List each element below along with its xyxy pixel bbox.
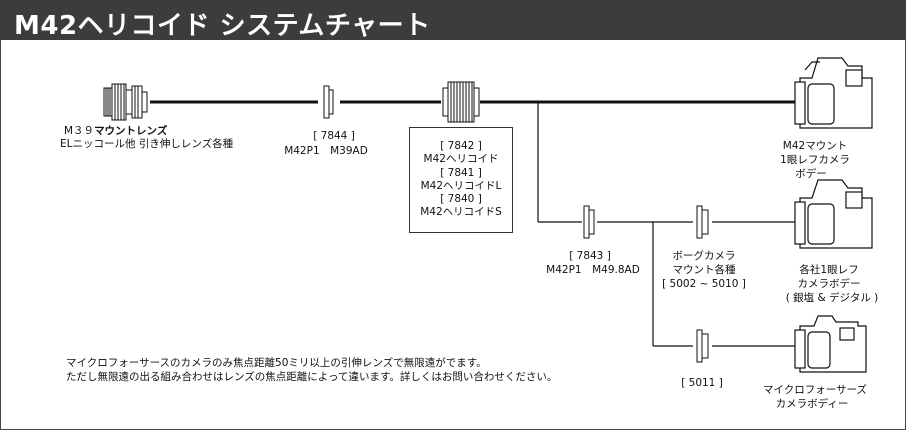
borg-mount-line1: ボーグカメラ [672, 250, 736, 262]
adapter-7844-desc: M42P1 M39AD [284, 145, 368, 157]
camera-m42-line1: M42マウント [782, 140, 848, 152]
adapter-7844-code: [ 7844 ] [313, 130, 355, 142]
adapter-5011-icon [696, 329, 709, 363]
camera-micro43-line1: マイクロフォーサーズ [762, 384, 868, 396]
helicoid-7842-code: [ 7842 ] [440, 140, 482, 152]
adapter-7844-icon [323, 85, 334, 119]
lens-name-prefix: M３９ [64, 125, 95, 137]
borg-mount-line2: マウント各種 [672, 264, 736, 276]
camera-m42-line2: 1眼レフカメラ [780, 154, 850, 166]
helicoid-7841-code: [ 7841 ] [440, 166, 482, 179]
camera-m42-icon [794, 57, 873, 129]
lens-name: M３９マウントレンズ [64, 125, 167, 138]
note-line-1: マイクロフォーサースのカメラのみ焦点距離50ミリ以上の引伸レンズで無限遠がでます… [66, 357, 487, 369]
helicoid-7842-name: M42ヘリコイド [423, 153, 499, 166]
lens-sub: ELニッコール他 引き伸しレンズ各種 [60, 138, 234, 150]
camera-various-icon [794, 179, 873, 249]
borg-mount-line3: [ 5002 ~ 5010 ] [662, 278, 746, 290]
adapter-7843-code: [ 7843 ] [569, 250, 611, 262]
camera-m42-line3: ボデー [795, 168, 827, 180]
adapter-7843-desc: M42P1 M49.8AD [546, 264, 640, 276]
borg-mount-icon [696, 205, 709, 239]
helicoid-7840-name: M42ヘリコイドS [420, 206, 502, 219]
lens-icon [103, 83, 148, 121]
helicoid-7841-name: M42ヘリコイドL [420, 179, 502, 192]
camera-various-line2: カメラボデー [797, 278, 861, 290]
camera-various-line3: ( 銀塩 & デジタル ) [785, 292, 879, 304]
header-bar: M42ヘリコイド システムチャート [0, 0, 906, 41]
page-title: M42ヘリコイド システムチャート [14, 11, 431, 41]
helicoid-box: [ 7842 ] M42ヘリコイド [ 7841 ] M42ヘリコイドL [ 7… [409, 127, 513, 233]
camera-micro43-icon [794, 315, 867, 373]
lens-name-bold: マウントレンズ [94, 125, 168, 137]
camera-various-line1: 各社1眼レフ [799, 264, 859, 276]
helicoid-7840-code: [ 7840 ] [440, 193, 482, 206]
camera-micro43-line2: カメラボディー [775, 398, 849, 410]
adapter-7843-icon [583, 205, 595, 239]
helicoid-icon [442, 81, 480, 123]
note-line-2: ただし無限遠の出る組み合わせはレンズの焦点距離によって違います。詳しくはお問い合… [66, 371, 558, 383]
adapter-5011-code: [ 5011 ] [681, 377, 723, 389]
